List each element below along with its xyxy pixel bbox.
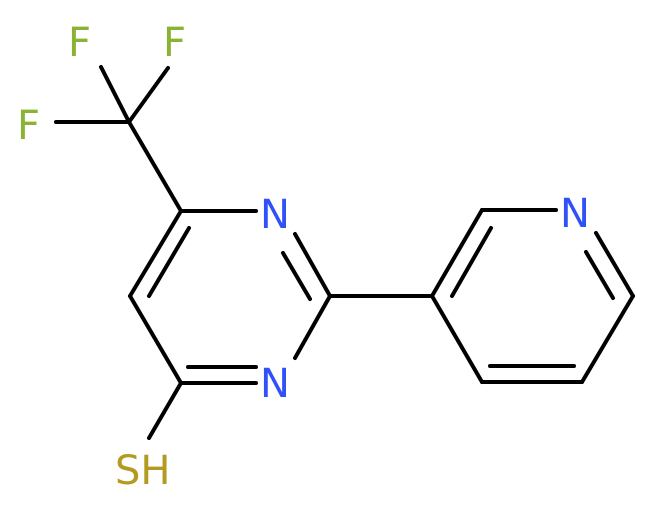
bond-py-n-c6 [594,231,635,298]
bond-py-c3-c2 [430,208,484,298]
atom-labels: F F F N N N SH [17,20,590,494]
bond-py-c3-c2-double [450,226,493,298]
bond-c5-c6-double [147,226,191,298]
bonds [54,65,635,440]
bond-py-c6-c5 [580,294,635,384]
bond-cf3-f-top-right [127,66,170,124]
atom-f-top-right: F [163,20,186,66]
atom-f-left: F [17,103,40,149]
atom-n-pyridine: N [560,191,590,237]
bond-c2-n3 [293,294,332,360]
atom-n-pyrimidine-top: N [260,192,290,238]
bond-cf3-c6 [127,120,183,213]
atom-f-top-left: F [68,20,91,66]
bond-n1-c2 [293,232,332,298]
bond-c4-sh [147,381,183,440]
bond-py-n-c6-double [584,250,615,300]
atom-sh: SH [115,448,170,494]
bond-n1-c2-double [281,251,312,301]
bond-c4-c5 [128,294,183,385]
bond-cf3-f-top-left [99,65,131,124]
atom-n-pyrimidine-bottom: N [260,361,290,407]
bond-py-c4-c3 [430,294,484,384]
bond-c5-c6 [128,209,183,298]
